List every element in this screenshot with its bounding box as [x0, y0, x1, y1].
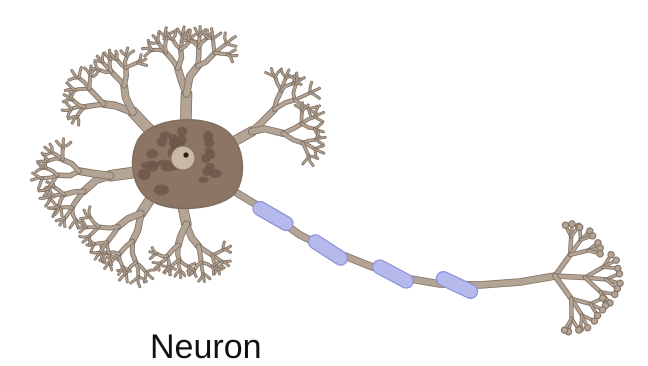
- dendrite-branch: [89, 89, 104, 104]
- synaptic-bouton: [616, 271, 622, 277]
- nucleus: [171, 146, 195, 170]
- nissl-body: [204, 148, 213, 154]
- myelin-sheath: [306, 232, 351, 268]
- axon-terminals: [555, 221, 623, 335]
- myelin-segment: [250, 199, 295, 233]
- synaptic-bouton: [613, 257, 619, 263]
- nissl-body: [159, 132, 170, 139]
- myelin-sheath: [370, 257, 415, 290]
- synaptic-bouton: [569, 221, 575, 227]
- myelin-segment: [370, 257, 415, 290]
- myelin-segment: [434, 269, 480, 300]
- dendrite-branch: [283, 124, 301, 134]
- nissl-body: [204, 139, 214, 147]
- synaptic-bouton: [612, 291, 618, 297]
- synaptic-bouton: [576, 224, 582, 230]
- synaptic-bouton: [561, 327, 567, 333]
- dendrite-branch: [158, 33, 159, 42]
- dendrite-branch: [124, 68, 126, 86]
- synaptic-bouton: [599, 307, 605, 313]
- myelin-sheath: [250, 199, 295, 233]
- nucleolus: [183, 152, 188, 157]
- synaptic-bouton: [589, 233, 595, 239]
- synaptic-bouton: [576, 327, 582, 333]
- myelin-sheaths: [250, 199, 479, 301]
- synaptic-bouton: [591, 318, 597, 324]
- myelin-segment: [306, 232, 351, 268]
- synaptic-bouton: [584, 324, 590, 330]
- dendrite-branch: [295, 93, 310, 100]
- dendrite-branch: [63, 147, 64, 160]
- nissl-body: [146, 160, 159, 171]
- dendrite-branch: [110, 59, 112, 71]
- synaptic-bouton: [597, 251, 603, 257]
- dendrite-branch: [89, 75, 90, 88]
- synaptic-bouton: [608, 251, 614, 257]
- nissl-body: [202, 167, 213, 176]
- dendrite-branch: [186, 66, 197, 94]
- nissl-body: [198, 177, 208, 183]
- dendrite-branch: [153, 262, 160, 263]
- nissl-body: [201, 154, 210, 164]
- synaptic-bouton: [562, 222, 568, 228]
- synaptic-bouton: [599, 295, 605, 301]
- cell-body: [133, 120, 243, 209]
- nissl-body: [146, 149, 158, 158]
- nissl-body: [154, 185, 169, 196]
- terminal-branch: [555, 255, 570, 276]
- dendrite-branch: [215, 53, 228, 54]
- terminal-branch: [555, 276, 585, 277]
- dendrite-branch: [99, 227, 118, 228]
- myelin-sheath: [434, 269, 480, 300]
